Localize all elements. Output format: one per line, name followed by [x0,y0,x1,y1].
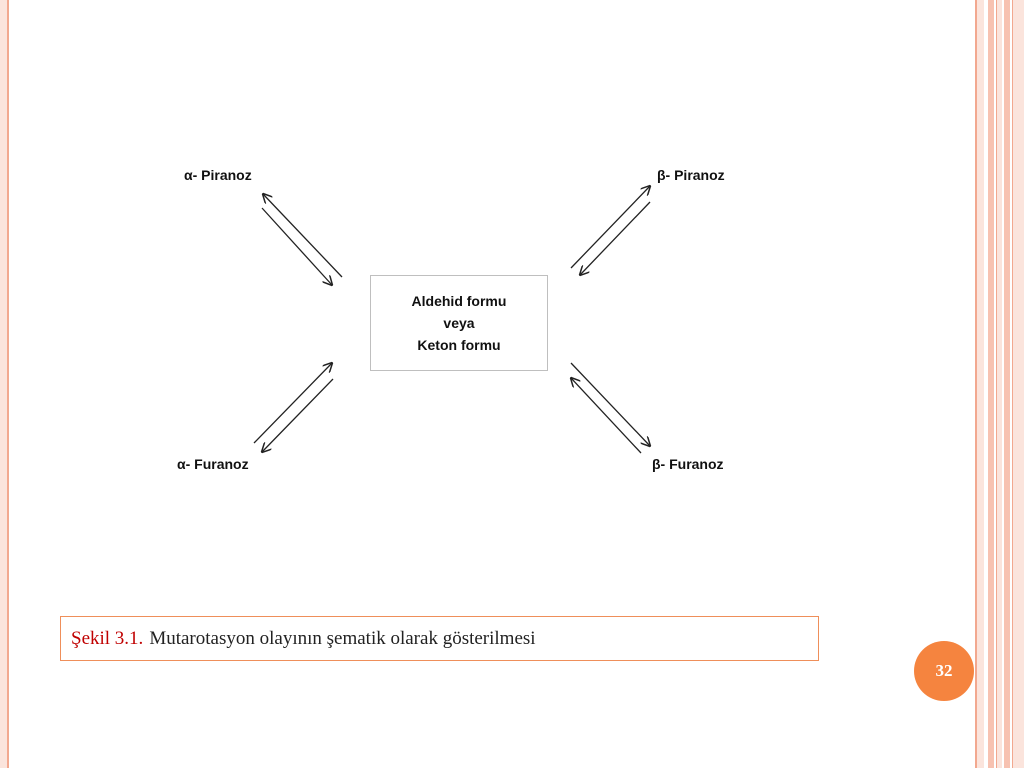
arrow-to-alpha-furanoz [262,378,334,452]
page-number-badge: 32 [914,641,974,701]
caption-text: Mutarotasyon olayının şematik olarak gös… [149,627,536,649]
beta-piranoz-label: β- Piranoz [657,167,725,183]
right-decorative-stripe [988,0,994,768]
right-decorative-stripe [975,0,984,768]
arrow-to-center-bottom-left [253,363,332,444]
arrow-to-beta-piranoz [570,186,650,269]
center-box-line-2: veya [443,315,475,331]
arrow-to-center-top-right [580,201,651,275]
alpha-piranoz-label: α- Piranoz [184,167,252,183]
arrow-to-alpha-piranoz [263,194,343,278]
right-decorative-stripe [1012,0,1024,768]
arrow-to-beta-furanoz [570,362,650,446]
right-decorative-stripe [1004,0,1010,768]
right-decorative-stripe [996,0,1002,768]
aldehyde-ketone-box: Aldehid formu veya Keton formu [370,275,548,371]
left-decorative-border [0,0,9,768]
beta-furanoz-label: β- Furanoz [652,456,724,472]
alpha-furanoz-label: α- Furanoz [177,456,249,472]
page-number: 32 [935,661,953,680]
arrow-to-center-bottom-right [571,378,642,454]
center-box-line-3: Keton formu [417,337,501,353]
arrow-to-center-top-left [261,207,332,285]
caption-label: Şekil 3.1. [71,627,144,649]
center-box-line-1: Aldehid formu [411,293,507,309]
figure-caption: Şekil 3.1. Mutarotasyon olayının şematik… [60,616,819,661]
